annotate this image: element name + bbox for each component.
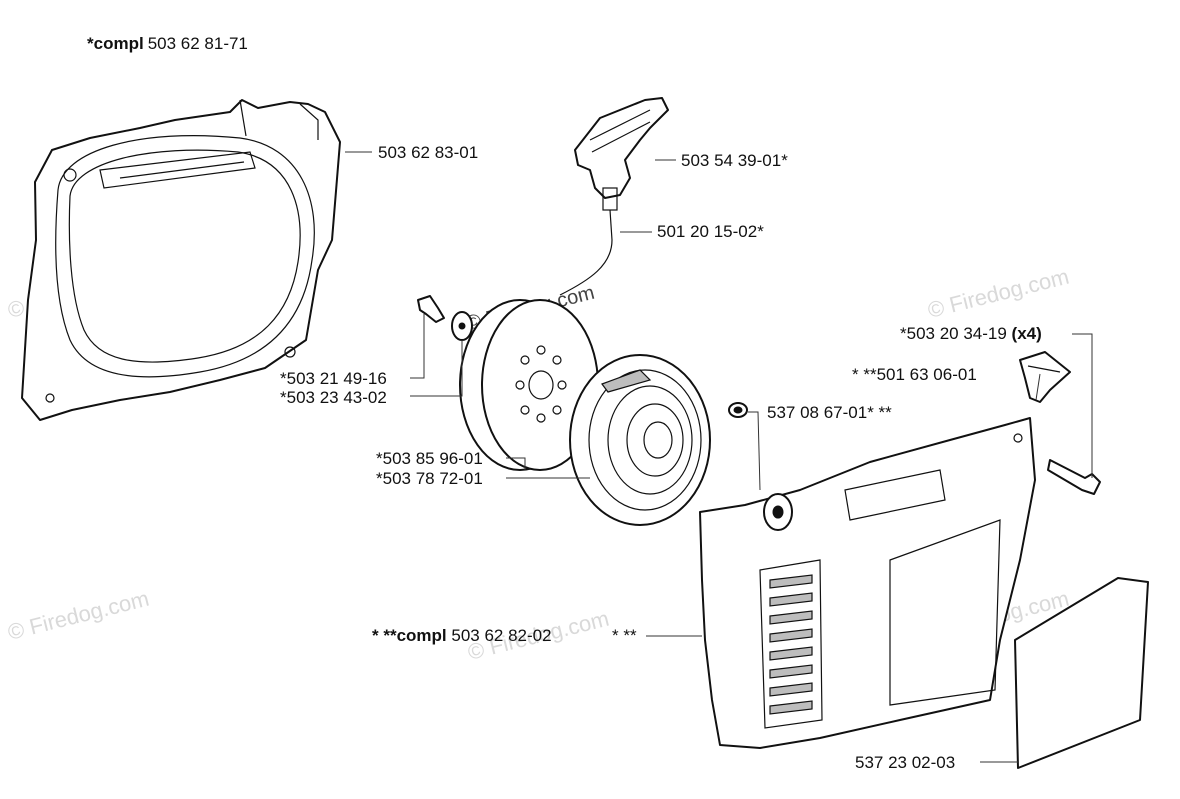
part-label-compl: * **compl 503 62 82-02 (372, 626, 552, 645)
part-number: *503 20 34-19 (900, 324, 1012, 343)
watermark: © Firedog.com (5, 586, 151, 645)
header-prefix: * (87, 34, 94, 53)
part-labels: 503 62 83-01 503 54 39-01* 501 20 15-02*… (280, 143, 1042, 772)
part-label: *503 21 49-16 (280, 369, 387, 388)
leader-lines (345, 151, 1093, 763)
watermark: © Firedog.com (925, 264, 1071, 323)
part-label: 501 20 15-02* (657, 222, 764, 241)
part-label: *503 23 43-02 (280, 388, 387, 407)
part-label: * **501 63 06-01 (852, 365, 977, 384)
compl-word: compl (397, 626, 447, 645)
header-compl: compl (94, 34, 144, 53)
starter-cover-part (699, 417, 1036, 749)
part-label: 503 54 39-01* (681, 151, 788, 170)
plug-part (1019, 351, 1071, 403)
recoil-spring-part (569, 354, 711, 526)
part-label: *503 85 96-01 (376, 449, 483, 468)
cover-vents (769, 574, 813, 715)
part-label: *503 78 72-01 (376, 469, 483, 488)
compl-prefix: * ** (372, 626, 397, 645)
starter-handle-part (559, 97, 669, 296)
pulley-part (459, 299, 599, 471)
part-label-with-qty: *503 20 34-19 (x4) (900, 324, 1042, 343)
compl-number: 503 62 82-02 (447, 626, 552, 645)
part-label: 503 62 83-01 (378, 143, 478, 162)
header-number: 503 62 81-71 (148, 34, 248, 53)
fan-housing-part (21, 99, 341, 421)
part-quantity: (x4) (1012, 324, 1042, 343)
cover-screw-part (1047, 459, 1101, 495)
part-label: 537 23 02-03 (855, 753, 955, 772)
bushing-part (728, 402, 748, 418)
part-label: * ** (612, 626, 637, 645)
pulley-screw-part (417, 295, 473, 341)
decal-part (1014, 577, 1149, 769)
part-label: 537 08 67-01* ** (767, 403, 892, 422)
